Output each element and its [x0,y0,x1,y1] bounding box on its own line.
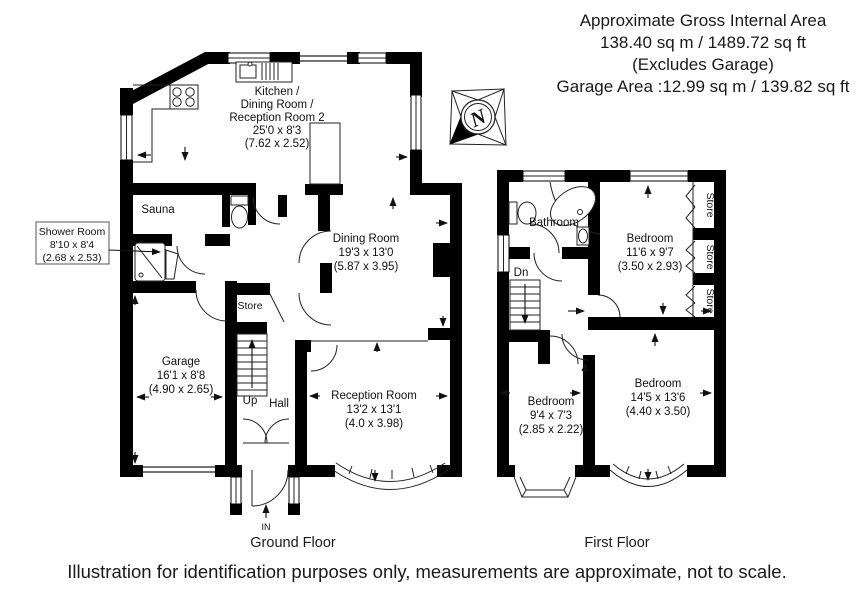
corner-bath-icon [549,181,601,235]
kitchen-counter [133,84,341,185]
kitchen-dims-m: (7.62 x 2.52) [245,138,310,150]
bedroom3-dims-ft: 14'5 x 13'6 [631,392,686,404]
ground-floor-label: Ground Floor [250,535,336,551]
reception-room-label: Reception Room [331,390,417,402]
compass-icon: N [449,88,507,146]
bedroom3-label: Bedroom [635,378,682,390]
first-stairs [509,279,541,331]
dining-room-dims-m: (5.87 x 3.95) [334,261,399,273]
ground-interior-walls [120,183,428,477]
ground-exterior-walls [120,52,462,515]
bedroom2-dims-ft: 9'4 x 7'3 [530,410,572,422]
store-label: Store [237,300,262,312]
kitchen-label-3: Reception Room 2 [229,112,324,124]
ground-floor-plan: Shower Room 8'10 x 8'4 (2.68 x 2.53) K [35,52,462,551]
dining-room-label: Dining Room [333,233,399,245]
bedroom1-dims-ft: 11'6 x 9'7 [626,247,674,259]
ground-windows [120,52,422,505]
disclaimer-text: Illustration for identification purposes… [67,561,786,582]
header-line4: Garage Area :12.99 sq m / 139.82 sq ft [557,77,850,96]
bedroom1-label: Bedroom [627,233,674,245]
garage-dims-m: (4.90 x 2.65) [149,384,214,396]
shower-icon [134,242,179,282]
sauna-label: Sauna [141,204,175,216]
first-floor-plan: Bathroom Dn Bedroom 11'6 x 9'7 (3.50 x 2… [497,170,726,551]
shower-room-dims-ft: 8'10 x 8'4 [50,239,94,251]
kitchen-island [309,122,341,185]
dn-label: Dn [514,267,529,279]
shower-room-callout: Shower Room 8'10 x 8'4 (2.68 x 2.53) [35,221,161,265]
stove-icon [169,84,199,110]
first-floor-label: First Floor [584,535,649,551]
basin-icon [576,226,590,246]
first-dimension-arrows [499,185,712,481]
in-label: IN [262,522,271,532]
store3-label: Store [704,288,716,313]
garage-label: Garage [162,356,200,368]
store1-label: Store [704,192,716,217]
ground-room-labels: Kitchen / Dining Room / Reception Room 2… [141,86,416,532]
first-room-labels: Bathroom Dn Bedroom 11'6 x 9'7 (3.50 x 2… [514,192,716,436]
bedroom2-dims-m: (2.85 x 2.22) [519,424,584,436]
bedroom1-dims-m: (3.50 x 2.93) [618,261,683,273]
header-line3: (Excludes Garage) [632,55,774,74]
kitchen-label-2: Dining Room / [241,99,315,111]
first-interior-walls [497,182,726,465]
toilet-icon [230,195,249,229]
up-label: Up [243,395,258,407]
shower-room-dims-m: (2.68 x 2.53) [43,252,102,264]
shower-room-name: Shower Room [39,226,106,238]
store-closet-doors [685,184,696,318]
ground-dimension-arrows [131,147,448,518]
hall-label: Hall [269,398,289,410]
kitchen-label-1: Kitchen / [255,86,301,98]
reception-bay-window [332,462,449,490]
reception-room-dims-m: (4.0 x 3.98) [345,418,403,430]
reception-room-dims-ft: 13'2 x 13'1 [347,404,402,416]
ground-doors [176,196,338,507]
header-line2: 138.40 sq m / 1489.72 sq ft [600,33,806,52]
bedroom2-label: Bedroom [528,396,575,408]
bedroom3-dims-m: (4.40 x 3.50) [626,406,691,418]
kitchen-dims-ft: 25'0 x 8'3 [253,125,302,137]
bathroom-toilet-icon [508,201,537,225]
kitchen-sink-icon [235,61,293,83]
store-door-panel [269,293,285,323]
header-area-text: Approximate Gross Internal Area 138.40 s… [557,11,850,96]
header-line1: Approximate Gross Internal Area [580,11,827,30]
garage-dims-ft: 16'1 x 8'8 [157,370,206,382]
bedroom2-bay-window [513,476,577,498]
ground-stairs [236,293,285,397]
dining-room-dims-ft: 19'3 x 13'0 [339,247,394,259]
first-doors [529,223,621,365]
bathroom-label: Bathroom [529,217,579,229]
store2-label: Store [704,244,716,269]
first-windows [497,170,689,273]
